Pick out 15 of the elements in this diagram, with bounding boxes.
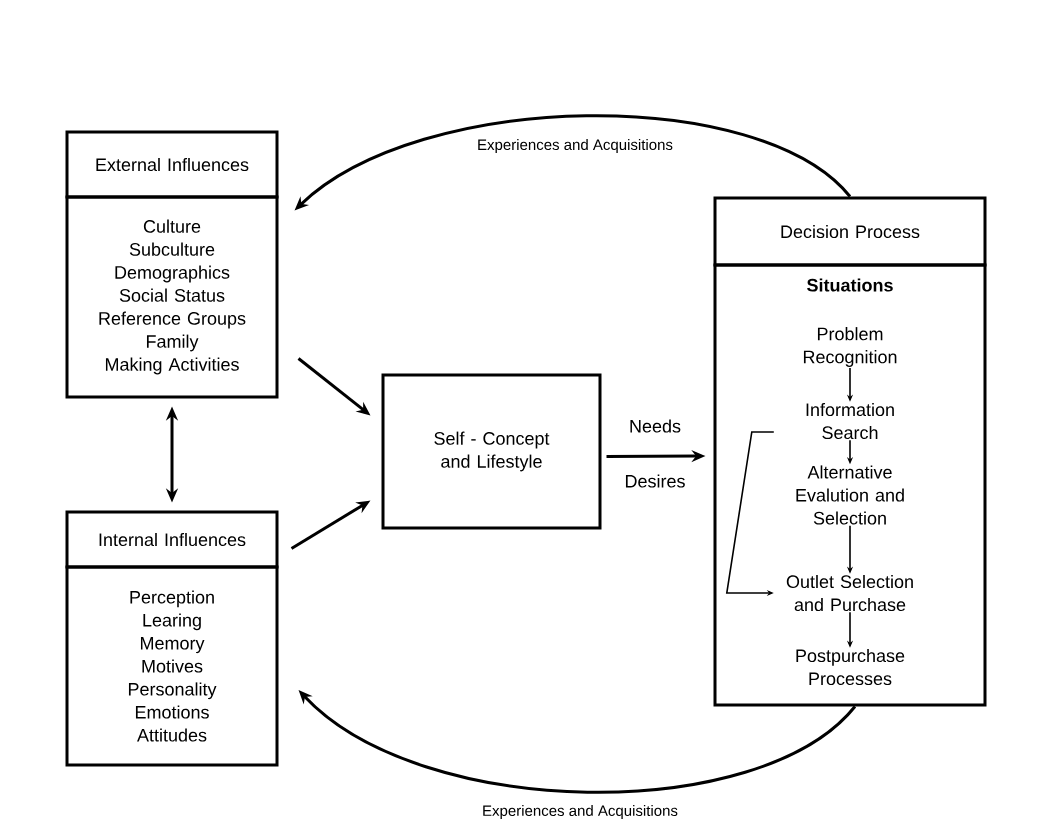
heading-box: Internal Influences (65, 510, 279, 569)
list-box: Perception Learing Memory Motives Personality Emotions Attitudes (65, 565, 279, 767)
edge-label: Experiences and Acquisitions (481, 804, 679, 820)
heading-box: External Influences (65, 130, 279, 199)
edge-label: Needs (628, 418, 682, 434)
step-text: Information Search (806, 402, 894, 440)
step-text: Postpurchase Processes (796, 648, 905, 686)
step-text: Outlet Selection and Purchase (786, 574, 913, 612)
text-label: Desires (625, 474, 685, 488)
process-box: Self - Concept and Lifestyle (381, 373, 602, 530)
heading-box: Decision Process (713, 196, 987, 267)
step-text: Alternative Evalution and Selection (796, 465, 904, 525)
step-text: Problem Recognition (803, 327, 897, 367)
list-box: Culture Subculture Demographics Social Status Reference Groups Family Making Activities (65, 195, 279, 399)
edge-label: Experiences and Acquisitions (476, 138, 674, 154)
